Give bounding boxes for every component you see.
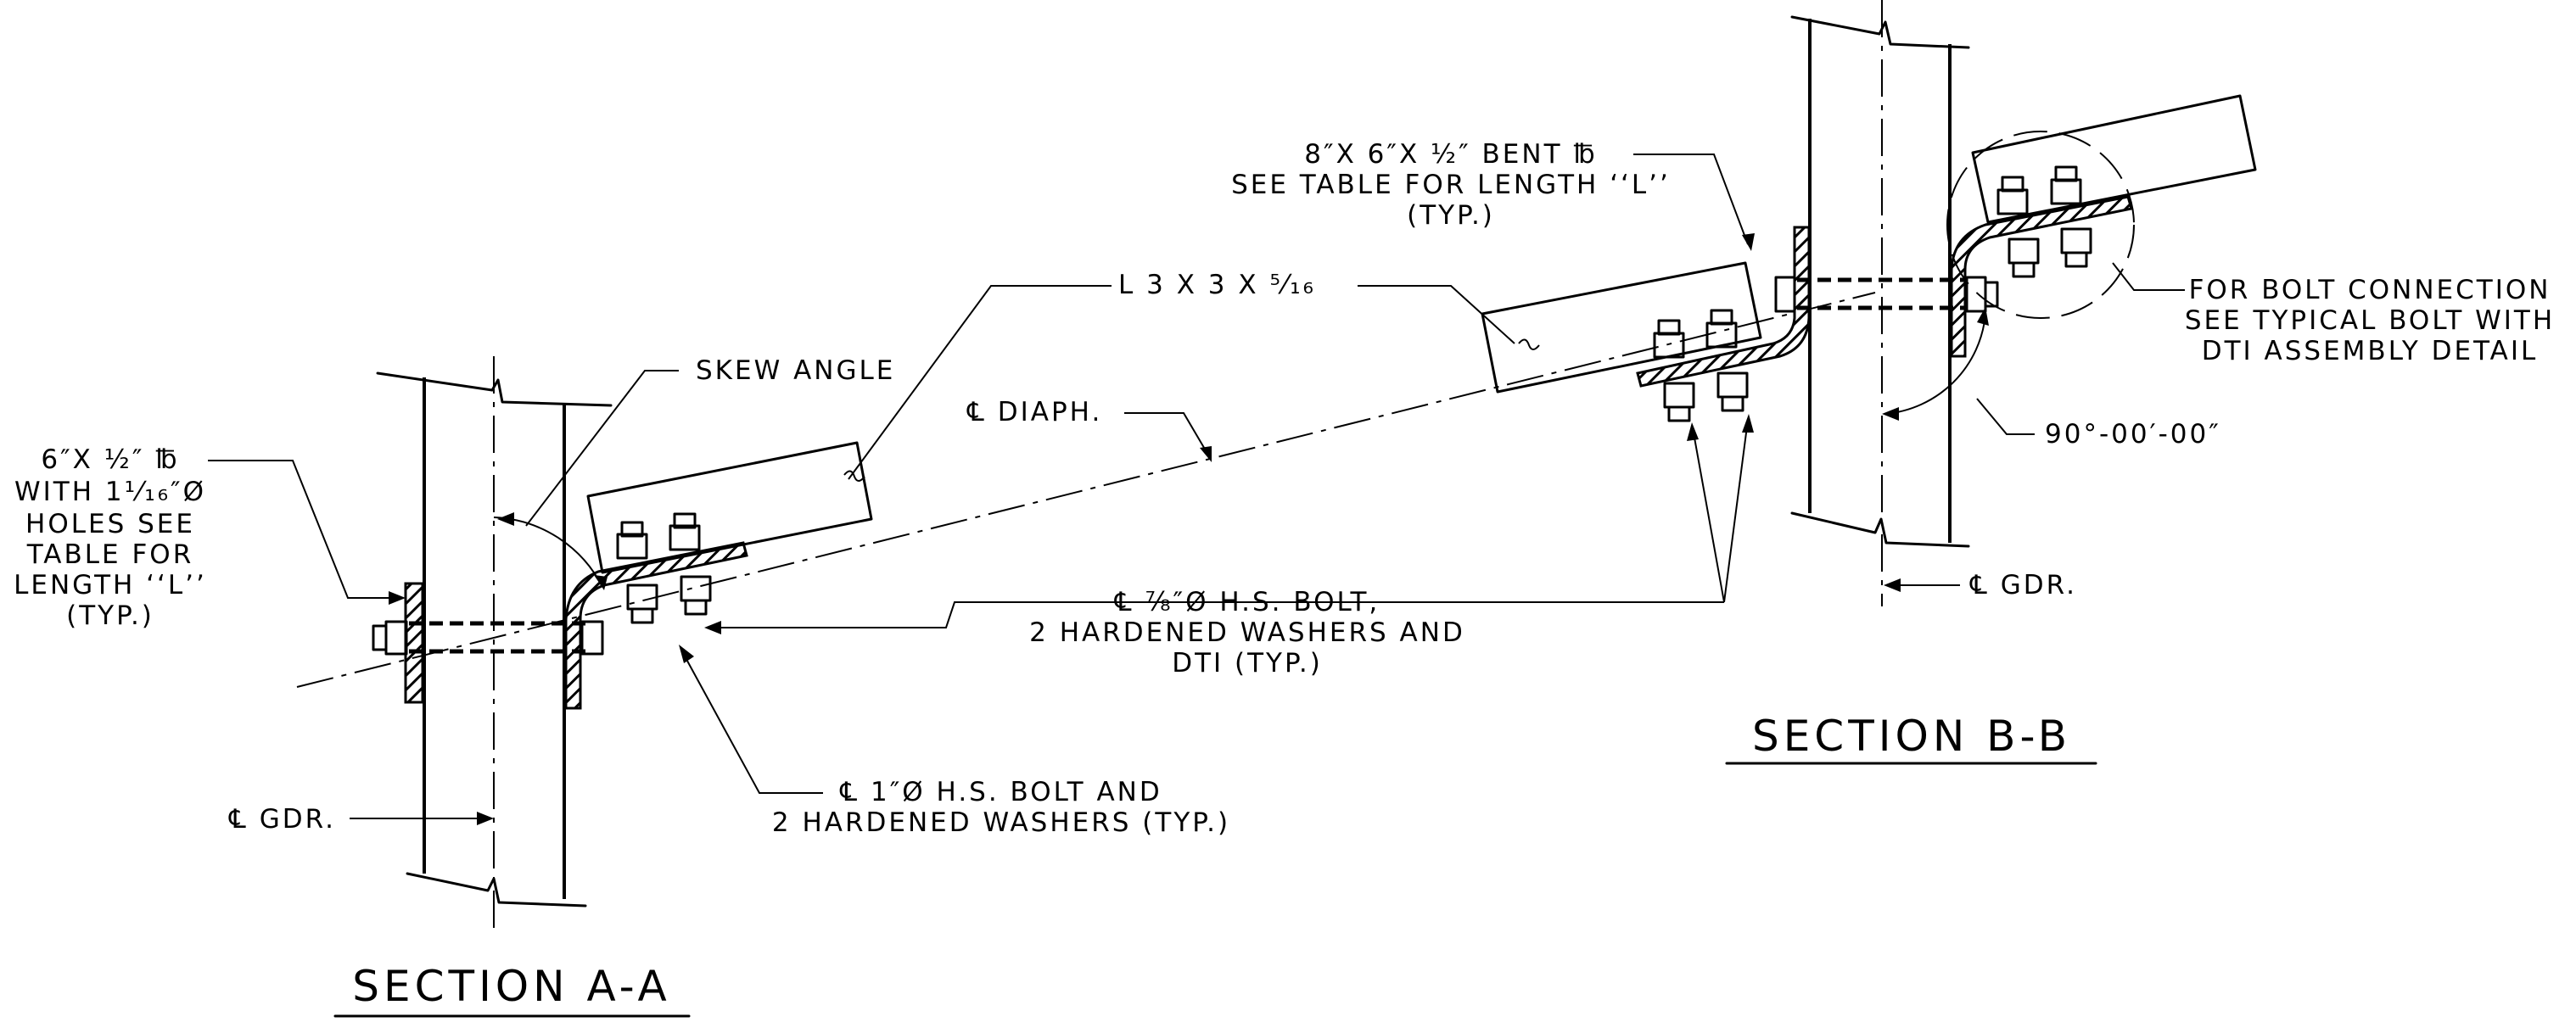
bolt-78-label-3: DTI (TYP.) [1172,648,1323,679]
bolt-78-label-2: 2 HARDENED WASHERS AND [1029,617,1465,648]
angle-b-left [1481,261,1762,394]
section-b-b [1481,0,2257,606]
bolt-conn-label-2: SEE TYPICAL BOLT WITH [2185,305,2555,336]
annotations: 6″X ½″ ℔ WITH 1¹⁄₁₆″Ø HOLES SEE TABLE FO… [14,139,2555,1018]
bolt-78-label-1: ℄ ⅞″Ø H.S. BOLT, [1114,587,1380,617]
bolts-b-right [1996,165,2092,278]
plate-b-left [1636,226,1811,388]
bent-plate-label-1: 8″X 6″X ½″ BENT ℔ [1304,139,1597,170]
bolt-conn-label-1: FOR BOLT CONNECTION [2189,275,2551,305]
section-a-a [372,356,873,929]
cl-diaph-label: ℄ DIAPH. [966,397,1102,427]
skew-angle-label: SKEW ANGLE [696,355,895,386]
bent-plate-label-3: (TYP.) [1407,200,1495,231]
angle-a [586,441,873,574]
plate-a-label-4: TABLE FOR [26,539,194,570]
plate-a-label-1: 6″X ½″ ℔ [41,444,179,475]
angle-member-label: L 3 X 3 X ⁵⁄₁₆ [1118,270,1316,300]
section-a-title: SECTION A-A [352,962,670,1011]
section-b-title: SECTION B-B [1752,712,2071,761]
diaphragm-centerline [296,292,1876,688]
bolt-detail-circle [1946,131,2135,319]
bolt-b-through [1774,276,1999,313]
bolts-a-angle [616,512,712,624]
angle-b-right [1971,94,2257,224]
bolt-conn-label-3: DTI ASSEMBLY DETAIL [2202,336,2539,366]
plate-a-label-5: LENGTH ‘‘L’’ [14,570,207,600]
cl-gdr-b-label: ℄ GDR. [1969,570,2077,600]
bent-plate-label-2: SEE TABLE FOR LENGTH ‘‘L’’ [1231,170,1671,200]
plate-a-right [564,541,748,710]
girder-b [1790,0,1970,606]
plate-a-label-2: WITH 1¹⁄₁₆″Ø [14,477,206,507]
plate-b-right [1950,195,2133,358]
plate-a-label-6: (TYP.) [66,600,154,631]
leaders [208,154,2185,825]
plate-a-label-3: HOLES SEE [25,509,195,539]
plate-a-left [404,582,424,704]
bolt-1-label-2: 2 HARDENED WASHERS (TYP.) [772,807,1230,838]
bolt-1-label-1: ℄ 1″Ø H.S. BOLT AND [839,777,1162,807]
right-angle-label: 90°-00′-00″ [2045,419,2221,450]
girder-a [376,356,613,929]
cl-gdr-a-label: ℄ GDR. [228,804,336,835]
bolts-b-left [1653,309,1749,422]
